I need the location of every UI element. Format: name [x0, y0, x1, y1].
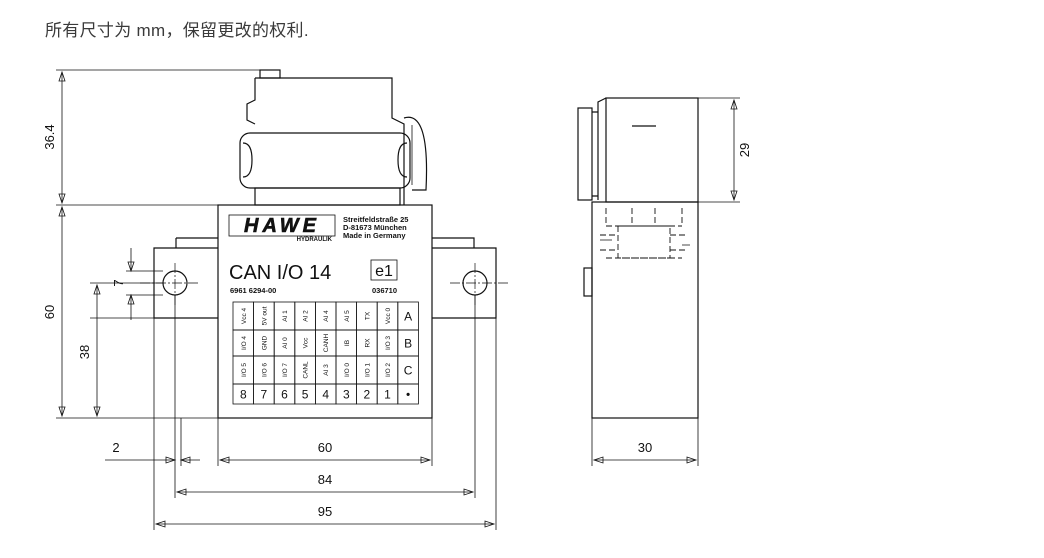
pin-label: C	[404, 364, 413, 378]
address-line-3: Made in Germany	[343, 231, 406, 240]
pin-label: AI 0	[282, 337, 289, 349]
pin-label: B	[404, 337, 412, 351]
pin-label: I/O 2	[385, 363, 392, 377]
pin-label: AI 5	[344, 310, 351, 322]
dim-side-height: 29	[737, 143, 752, 157]
pin-label: Vcc 0	[385, 307, 392, 324]
header-note: 所有尺寸为 mm，保留更改的权利.	[45, 21, 309, 40]
dim-offset: 2	[112, 440, 119, 455]
product-name: CAN I/O 14	[229, 262, 331, 284]
connector-plug	[239, 69, 428, 206]
pin-label: I/O 6	[261, 363, 268, 377]
pin-label: I/O 7	[282, 363, 289, 377]
pin-label: CANL	[303, 361, 310, 379]
pin-label: 6	[281, 388, 288, 402]
dim-width-total: 95	[318, 504, 332, 519]
pin-label: GND	[261, 335, 268, 350]
svg-text:HAWE: HAWE	[244, 215, 320, 237]
dim-height-body: 60	[42, 305, 57, 319]
pin-label: AI 4	[323, 310, 330, 322]
pin-label: A	[404, 310, 412, 324]
pin-label: 3	[343, 388, 350, 402]
pin-label: AI 3	[323, 364, 330, 376]
pin-label: TX	[364, 311, 371, 320]
front-view: HAWE HYDRAULIK Streitfeldstraße 25 D-816…	[140, 69, 510, 419]
side-view	[577, 97, 699, 419]
pin-label: 1	[384, 388, 391, 402]
pin-label: 8	[240, 388, 247, 402]
pin-label: I/O 5	[241, 363, 248, 377]
pin-label: 2	[364, 388, 371, 402]
pin-label: Vcc	[303, 337, 310, 349]
pin-table: Vcc 4 5V out AI 1 AI 2 AI 4 AI 5 TX Vcc 0 A I/O 4…	[232, 301, 419, 405]
pin-label: 5	[302, 388, 309, 402]
housing-body	[217, 204, 433, 419]
dim-hole-height: 38	[77, 345, 92, 359]
pin-label: IB	[344, 340, 351, 346]
pin-label: AI 2	[303, 310, 310, 322]
pin-label: CANH	[323, 333, 330, 352]
pin-label: I/O 3	[385, 336, 392, 350]
dimension-lines	[56, 69, 740, 530]
pin-label: 4	[322, 388, 329, 402]
address-line-1: Streitfeldstraße 25	[343, 215, 408, 224]
approval-number: 036710	[372, 286, 397, 295]
pin-label: I/O 4	[241, 336, 248, 350]
dim-hole-spacing: 84	[318, 472, 332, 487]
address-line-2: D-81673 München	[343, 223, 407, 232]
hawe-logo: HAWE HYDRAULIK	[228, 214, 336, 243]
e1-mark: e1	[375, 263, 393, 280]
dim-hole-dia: 7	[111, 279, 126, 286]
dim-width-body: 60	[318, 440, 332, 455]
pin-label: 5V out	[261, 306, 268, 325]
pin-label: Vcc 4	[241, 307, 248, 324]
pin-label: I/O 1	[364, 363, 371, 377]
part-number: 6961 6294-00	[230, 286, 276, 295]
dim-height-top: 36.4	[42, 124, 57, 149]
dim-side-depth: 30	[638, 440, 652, 455]
pin-label: •	[406, 388, 410, 402]
pin-cell	[397, 383, 419, 405]
svg-text:HYDRAULIK: HYDRAULIK	[297, 237, 333, 243]
pin-label: AI 1	[282, 310, 289, 322]
pin-label: I/O 0	[344, 363, 351, 377]
pin-label: RX	[364, 338, 371, 348]
pin-label: 7	[261, 388, 268, 402]
